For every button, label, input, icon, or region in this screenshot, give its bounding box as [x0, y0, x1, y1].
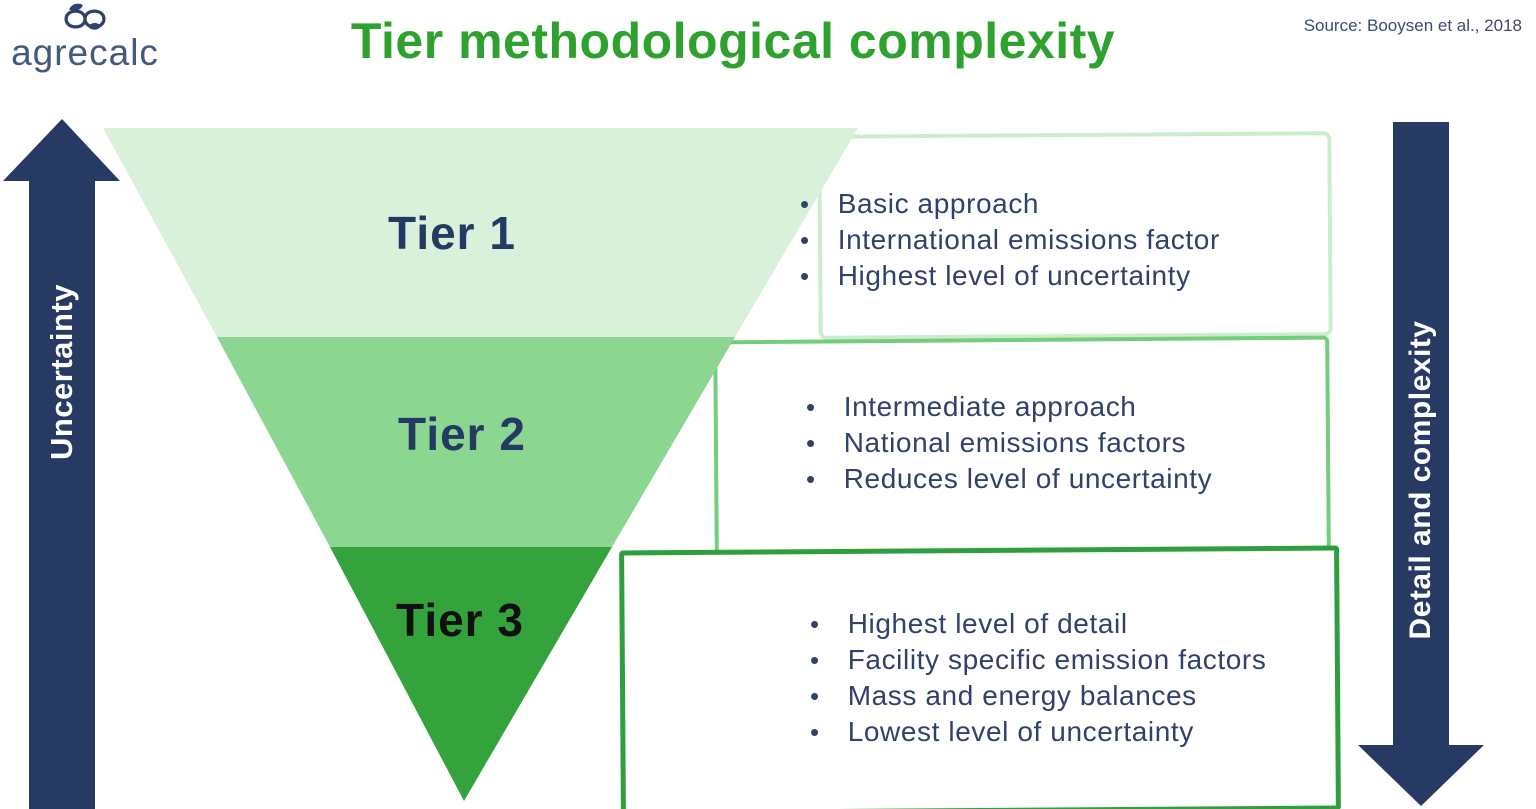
list-item: International emissions factor: [800, 222, 1220, 258]
tier2-bullet-list: Intermediate approach National emissions…: [806, 389, 1212, 497]
infinity-leaf-icon: [64, 3, 106, 30]
brand-name: agrecalc: [11, 32, 159, 73]
list-item: National emissions factors: [806, 425, 1212, 461]
uncertainty-axis-label: Uncertainty: [44, 283, 79, 461]
uncertainty-arrow-up: [3, 119, 120, 809]
tier3-band: [330, 547, 612, 801]
source-credit: Source: Booysen et al., 2018: [1303, 16, 1522, 35]
list-item: Highest level of detail: [810, 606, 1266, 642]
list-item: Lowest level of uncertainty: [810, 714, 1266, 750]
tier2-label: Tier 2: [398, 408, 526, 460]
page-title: Tier methodological complexity: [350, 13, 1116, 69]
tier3-bullet-list: Highest level of detail Facility specifi…: [810, 606, 1266, 750]
list-item: Highest level of uncertainty: [800, 258, 1220, 294]
list-item: Mass and energy balances: [810, 678, 1266, 714]
tier1-label: Tier 1: [388, 207, 516, 259]
list-item: Intermediate approach: [806, 389, 1212, 425]
list-item: Basic approach: [800, 186, 1220, 222]
detail-complexity-axis-label: Detail and complexity: [1404, 320, 1437, 640]
brand-logo: agrecalc: [0, 2, 170, 71]
list-item: Facility specific emission factors: [810, 642, 1266, 678]
list-item: Reduces level of uncertainty: [806, 461, 1212, 497]
tier1-bullet-list: Basic approach International emissions f…: [800, 186, 1220, 294]
tier3-label: Tier 3: [396, 594, 524, 646]
